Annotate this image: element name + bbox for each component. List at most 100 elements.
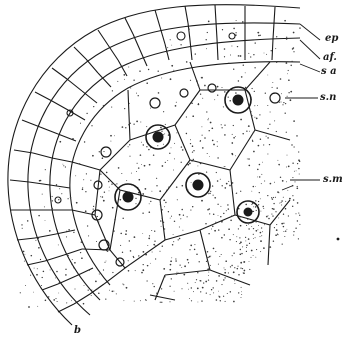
stipple-dot <box>257 76 258 77</box>
stipple-dot <box>213 195 214 196</box>
stipple-dot <box>276 229 278 231</box>
stipple-dot <box>267 153 268 154</box>
stipple-dot <box>65 166 66 167</box>
stipple-dot <box>240 225 242 227</box>
stipple-dot <box>135 203 136 204</box>
stipple-dot <box>85 210 87 212</box>
stipple-dot <box>68 198 69 199</box>
stipple-dot <box>85 191 86 192</box>
stipple-dot <box>244 270 246 272</box>
stipple-dot <box>118 167 120 169</box>
stipple-dot <box>161 131 162 132</box>
stipple-dot <box>90 121 91 122</box>
stipple-dot <box>208 21 210 23</box>
stipple-dot <box>238 229 239 230</box>
stipple-dot <box>219 256 220 257</box>
stipple-dot <box>299 215 300 216</box>
stipple-dot <box>226 210 227 211</box>
stipple-dot <box>91 290 92 291</box>
stipple-dot <box>181 209 183 211</box>
stipple-dot <box>100 174 101 175</box>
stipple-dot <box>139 179 141 181</box>
stipple-dot <box>249 131 250 132</box>
stipple-dot <box>275 211 276 212</box>
stipple-dot <box>190 210 191 211</box>
stipple-dot <box>208 193 209 194</box>
stipple-dot <box>45 169 46 170</box>
stipple-dot <box>161 302 162 303</box>
stipple-dot <box>143 144 144 145</box>
stipple-dot <box>150 263 151 264</box>
stipple-dot <box>193 150 194 151</box>
stipple-dot <box>209 156 210 157</box>
stipple-dot <box>258 145 260 147</box>
stipple-dot <box>152 283 153 284</box>
stipple-dot <box>249 243 250 244</box>
stipple-dot <box>241 291 242 292</box>
stipple-dot <box>91 125 92 126</box>
stipple-dot <box>241 242 242 243</box>
stipple-dot <box>280 177 281 178</box>
stipple-dot <box>216 299 218 301</box>
stipple-dot <box>275 48 276 49</box>
stipple-dot <box>146 146 147 147</box>
stipple-dot <box>181 162 182 163</box>
stipple-dot <box>27 220 29 222</box>
stipple-dot <box>173 170 174 171</box>
stipple-dot <box>81 241 83 243</box>
stipple-dot <box>81 257 83 259</box>
stipple-dot <box>253 238 254 239</box>
stipple-dot <box>253 228 254 229</box>
stipple-dot <box>240 55 242 57</box>
stipple-dot <box>149 203 150 204</box>
stipple-dot <box>235 92 237 94</box>
stipple-dot <box>265 93 266 94</box>
stipple-dot <box>244 58 245 59</box>
stipple-dot <box>246 131 247 132</box>
stipple-dot <box>106 172 108 174</box>
stipple-dot <box>147 265 149 267</box>
stipple-dot <box>65 269 66 270</box>
stipple-dot <box>211 127 213 129</box>
stipple-dot <box>58 199 59 200</box>
stipple-dot <box>187 216 188 217</box>
stipple-dot <box>253 54 254 55</box>
stipple-dot <box>140 122 141 123</box>
stipple-dot <box>176 132 177 133</box>
stipple-dot <box>293 120 295 122</box>
stipple-dot <box>293 146 294 147</box>
stipple-dot <box>240 119 242 121</box>
stipple-dot <box>197 165 198 166</box>
stipple-dot <box>278 217 279 218</box>
label-af: af. <box>323 53 337 63</box>
stipple-dot <box>298 168 299 169</box>
stipple-dot <box>124 108 125 109</box>
stipple-dot <box>288 79 290 81</box>
stipple-dot <box>154 241 155 242</box>
stipple-dot <box>274 120 275 121</box>
stipple-dot <box>126 287 128 289</box>
stipple-dot <box>30 275 31 276</box>
stipple-dot <box>179 214 181 216</box>
stipple-dot <box>128 124 129 125</box>
stipple-dot <box>201 126 202 127</box>
stipple-dot <box>276 224 277 225</box>
stipple-dot <box>61 193 62 194</box>
stipple-dot <box>80 123 81 124</box>
stipple-dot <box>187 283 188 284</box>
stipple-dot <box>247 158 248 159</box>
stipple-dot <box>212 140 214 142</box>
stipple-dot <box>250 257 251 258</box>
stipple-dot <box>160 287 161 288</box>
stipple-dot <box>113 230 114 231</box>
stipple-dot <box>191 161 192 162</box>
stipple-dot <box>154 286 155 287</box>
stipple-dot <box>274 182 275 183</box>
stipple-dot <box>109 190 110 191</box>
stipple-dot <box>276 131 277 132</box>
stipple-dot <box>183 215 184 216</box>
stipple-dot <box>240 217 241 218</box>
stipple-dot <box>84 285 85 286</box>
stipple-dot <box>244 261 246 263</box>
stipple-dot <box>122 126 124 128</box>
